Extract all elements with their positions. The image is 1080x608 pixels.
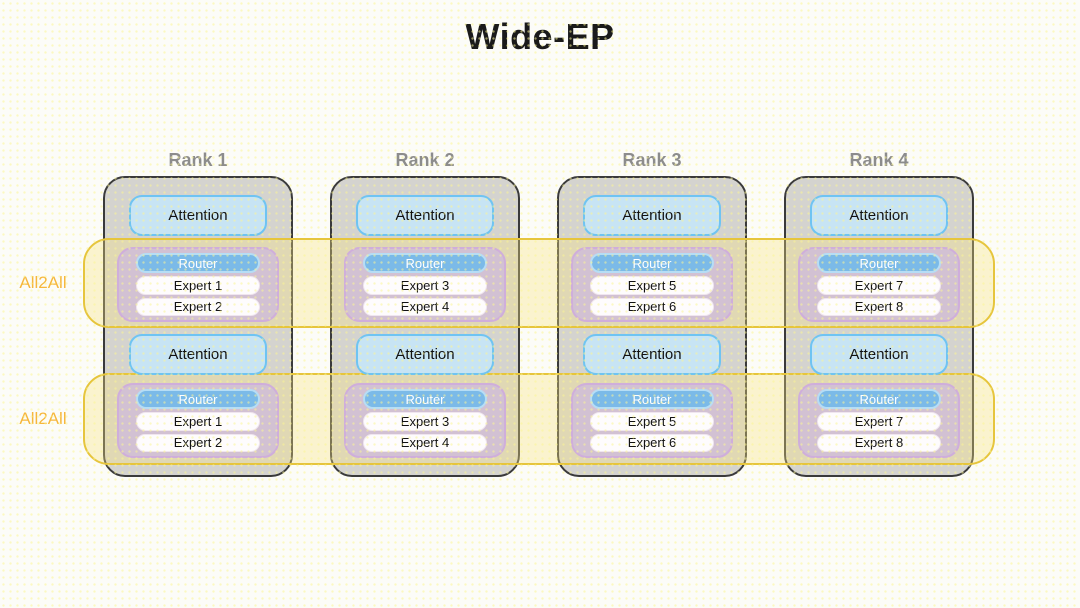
- moe-group: Router Expert 3 Expert 4: [344, 383, 506, 458]
- moe-group: Router Expert 7 Expert 8: [798, 383, 960, 458]
- moe-group: Router Expert 7 Expert 8: [798, 247, 960, 322]
- expert-block: Expert 4: [363, 433, 487, 452]
- router-block: Router: [363, 253, 487, 274]
- attention-block: Attention: [356, 334, 494, 375]
- router-block: Router: [136, 389, 260, 410]
- moe-group: Router Expert 5 Expert 6: [571, 383, 733, 458]
- router-block: Router: [136, 253, 260, 274]
- expert-block: Expert 7: [817, 412, 941, 431]
- expert-block: Expert 6: [590, 297, 714, 316]
- expert-block: Expert 4: [363, 297, 487, 316]
- rank-content-column: Attention Router Expert 5 Expert 6 Atten…: [557, 150, 747, 480]
- expert-block: Expert 3: [363, 276, 487, 295]
- expert-block: Expert 8: [817, 297, 941, 316]
- expert-block: Expert 1: [136, 276, 260, 295]
- expert-block: Expert 1: [136, 412, 260, 431]
- rank-content-column: Attention Router Expert 7 Expert 8 Atten…: [784, 150, 974, 480]
- router-block: Router: [817, 389, 941, 410]
- expert-block: Expert 2: [136, 297, 260, 316]
- expert-block: Expert 2: [136, 433, 260, 452]
- rank-content-column: Attention Router Expert 3 Expert 4 Atten…: [330, 150, 520, 480]
- expert-block: Expert 3: [363, 412, 487, 431]
- page-title: Wide-EP: [465, 16, 615, 57]
- attention-block: Attention: [583, 195, 721, 236]
- router-block: Router: [590, 253, 714, 274]
- attention-block: Attention: [810, 195, 948, 236]
- attention-block: Attention: [356, 195, 494, 236]
- router-block: Router: [590, 389, 714, 410]
- expert-block: Expert 8: [817, 433, 941, 452]
- moe-group: Router Expert 3 Expert 4: [344, 247, 506, 322]
- expert-block: Expert 7: [817, 276, 941, 295]
- attention-block: Attention: [810, 334, 948, 375]
- moe-group: Router Expert 1 Expert 2: [117, 383, 279, 458]
- expert-block: Expert 5: [590, 276, 714, 295]
- router-block: Router: [363, 389, 487, 410]
- attention-block: Attention: [583, 334, 721, 375]
- expert-block: Expert 6: [590, 433, 714, 452]
- rank-content-column: Attention Router Expert 1 Expert 2 Atten…: [103, 150, 293, 480]
- expert-block: Expert 5: [590, 412, 714, 431]
- router-block: Router: [817, 253, 941, 274]
- attention-block: Attention: [129, 195, 267, 236]
- moe-group: Router Expert 5 Expert 6: [571, 247, 733, 322]
- attention-block: Attention: [129, 334, 267, 375]
- moe-group: Router Expert 1 Expert 2: [117, 247, 279, 322]
